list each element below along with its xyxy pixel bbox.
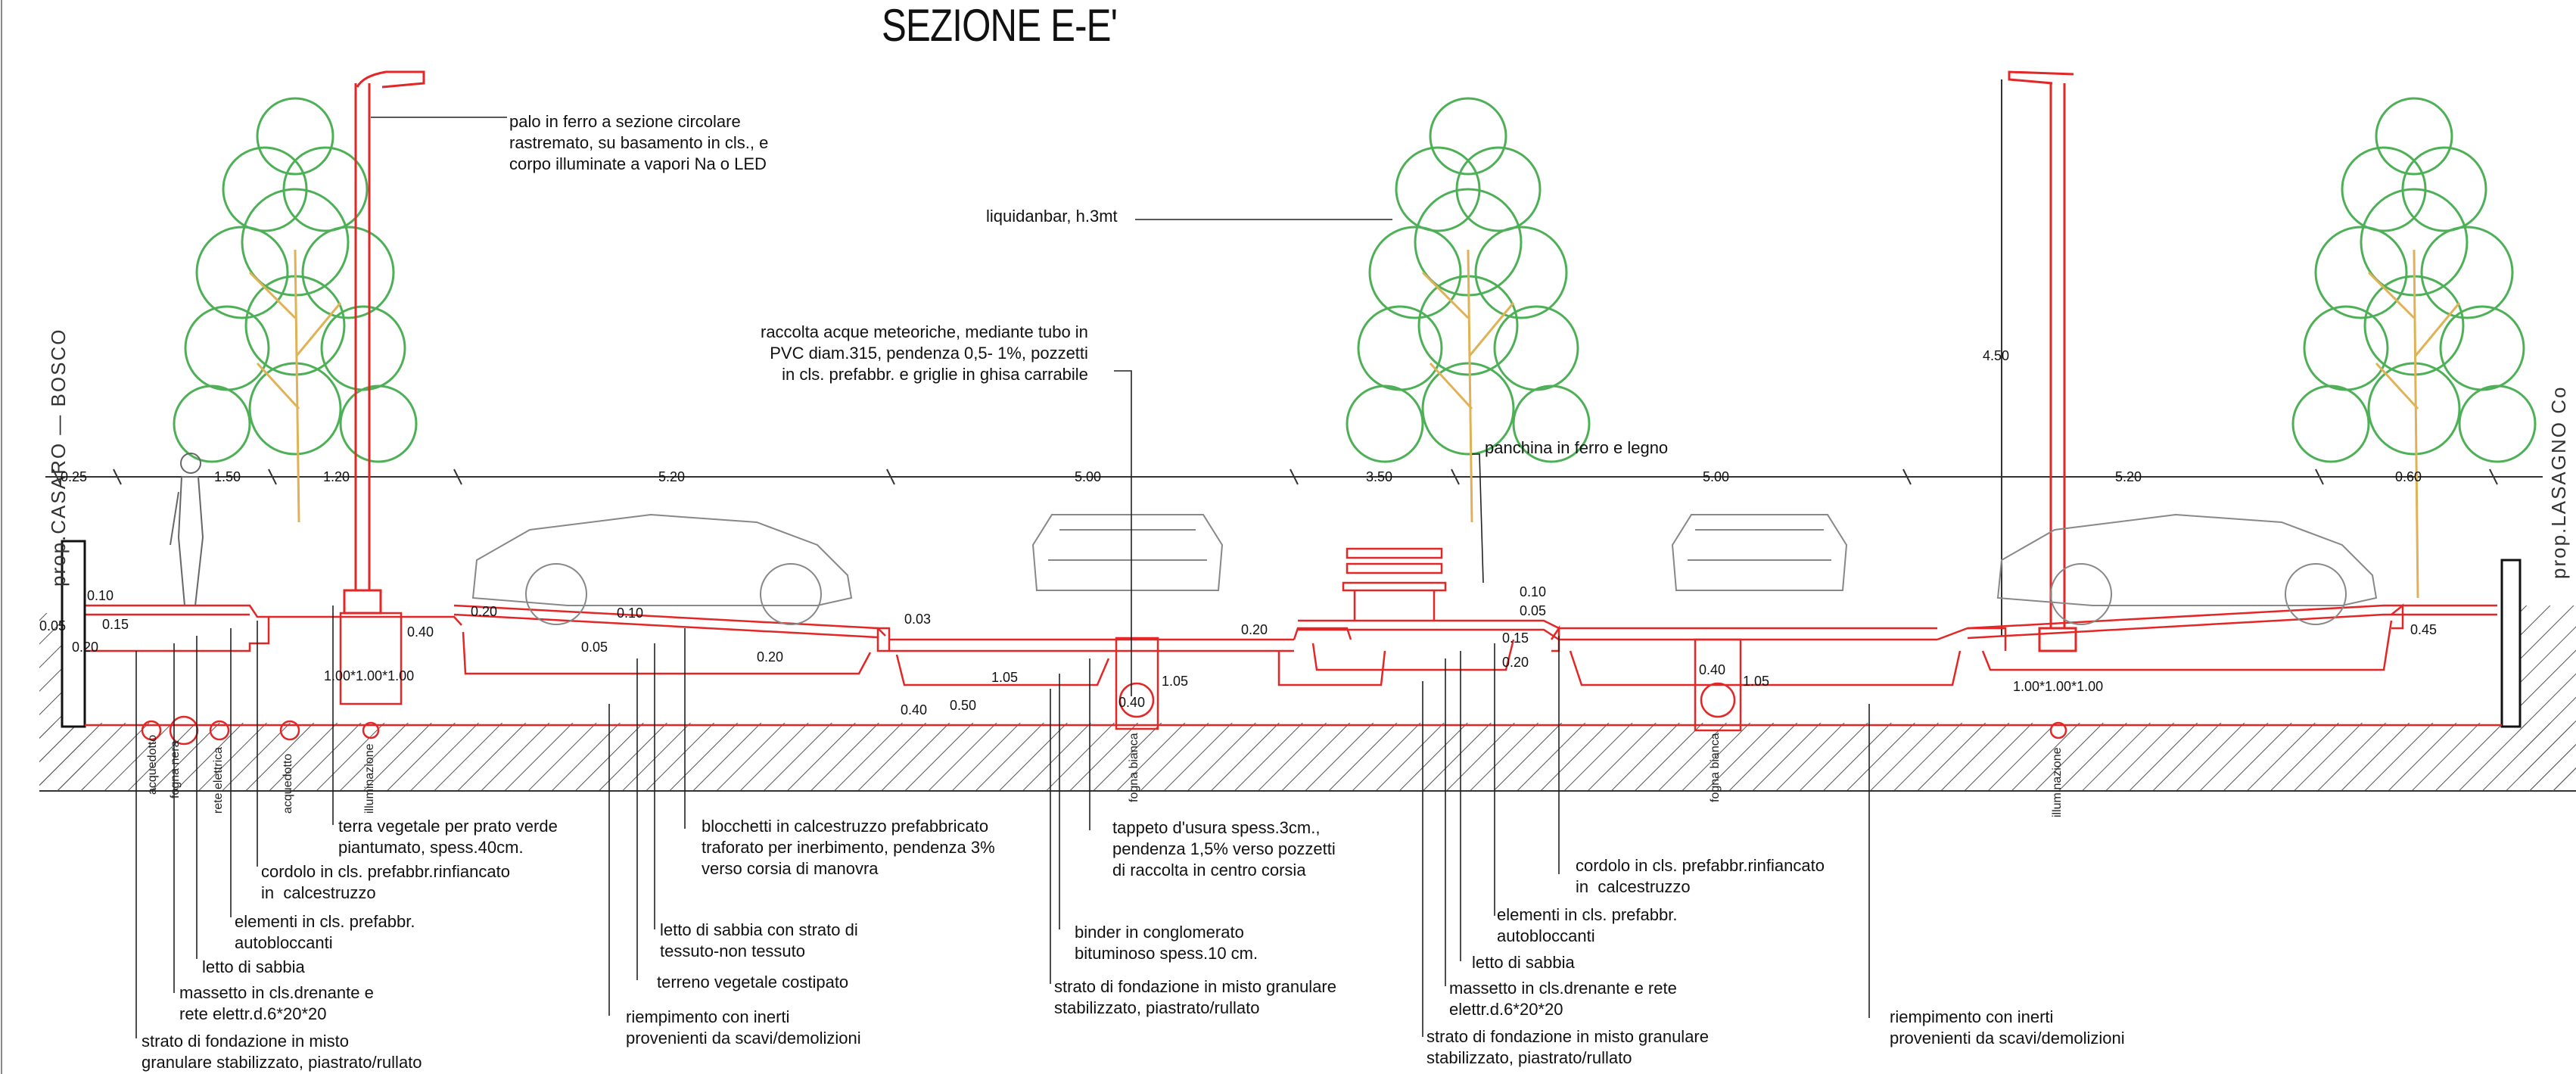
dim-040d: 0.40 — [1699, 662, 1726, 677]
dim-045: 0.45 — [2410, 622, 2438, 637]
dim-005c: 0.05 — [1520, 603, 1547, 618]
dim-020a: 0.20 — [72, 640, 99, 655]
dim-top-1: 1.50 — [214, 469, 241, 484]
dim-015b: 0.15 — [1502, 630, 1529, 646]
note-riempimento-left: riempimento con inerti provenienti da sc… — [626, 1007, 861, 1048]
note-strato-right: strato di fondazione in misto granulare … — [1426, 1027, 1709, 1067]
note-raccolta: raccolta acque meteoriche, mediante tubo… — [761, 322, 1088, 384]
note-tappeto: tappeto d'usura spess.3cm., pendenza 1,5… — [1112, 818, 1336, 879]
note-panchina: panchina in ferro e legno — [1485, 438, 1669, 457]
note-terreno: terreno vegetale costipato — [657, 973, 849, 992]
note-riempimento-right: riempimento con inerti provenienti da sc… — [1890, 1007, 2125, 1048]
note-cordolo-right: cordolo in cls. prefabbr.rinfiancato in … — [1576, 856, 1825, 896]
dim-040c: 0.40 — [1118, 695, 1146, 710]
dim-plinth-left: 1.00*1.00*1.00 — [324, 668, 415, 683]
note-massetto-right: massetto in cls.drenante e rete elettr.d… — [1449, 979, 1677, 1019]
note-massetto-left: massetto in cls.drenante e rete elettr.d… — [179, 983, 374, 1023]
note-letto-right: letto di sabbia — [1472, 953, 1575, 972]
dim-010c: 0.10 — [1520, 584, 1547, 599]
note-cordolo-left: cordolo in cls. prefabbr.rinfiancato in … — [261, 862, 510, 902]
note-palo: palo in ferro a sezione circolare rastre… — [509, 112, 769, 173]
pipe-label-fogna-bianca-1: fogna bianca — [1128, 733, 1140, 802]
pipe-label-acquedotto-1: acquedotto — [146, 734, 159, 795]
lamp-post-right — [2008, 70, 2077, 652]
note-blocchetti: blocchetti in calcestruzzo prefabbricato… — [702, 817, 995, 878]
drawing-title: SEZIONE E-E' — [882, 0, 1118, 51]
note-liquidambar: liquidanbar, h.3mt — [986, 207, 1118, 226]
property-label-right: prop.LASAGNO Co — [2547, 385, 2570, 579]
note-elementi-left: elementi in cls. prefabbr. autobloccanti — [235, 912, 415, 952]
car-center — [1031, 514, 1224, 591]
note-strato-center: strato di fondazione in misto granulare … — [1054, 977, 1336, 1017]
dim-003: 0.03 — [904, 612, 932, 627]
dim-040b: 0.40 — [901, 702, 928, 718]
dim-top-4: 5.00 — [1075, 469, 1102, 484]
lamp-post-left — [343, 70, 425, 615]
retaining-walls — [61, 540, 2522, 728]
dim-005a: 0.05 — [39, 618, 67, 634]
dim-plinth-right: 1.00*1.00*1.00 — [2013, 679, 2104, 694]
pedestrian-figure — [170, 453, 204, 606]
note-terra: terra vegetale per prato verde piantumat… — [338, 817, 558, 857]
dim-top-2: 1.20 — [323, 469, 350, 484]
dim-020d: 0.20 — [1241, 622, 1268, 637]
note-binder: binder in conglomerato bituminoso spess.… — [1075, 923, 1258, 963]
dim-top-3: 5.20 — [658, 469, 686, 484]
dim-top-8: 0.60 — [2395, 469, 2422, 484]
dim-050: 0.50 — [950, 698, 977, 713]
note-elementi-right: elementi in cls. prefabbr. autobloccanti — [1497, 905, 1678, 945]
note-letto-tessuto: letto di sabbia con strato di tessuto-no… — [660, 920, 858, 960]
top-dimension-line — [45, 469, 2543, 485]
pipe-label-fogna-bianca-2: fogna bianca — [1709, 733, 1722, 802]
dim-040a: 0.40 — [407, 624, 434, 640]
dim-020e: 0.20 — [1502, 655, 1529, 670]
dim-105a: 1.05 — [991, 670, 1019, 685]
dim-005b: 0.05 — [581, 640, 608, 655]
dim-010b: 0.10 — [617, 605, 644, 621]
pipe-label-illuminazione-2: illuminazione — [2051, 747, 2064, 818]
leader-lines — [135, 117, 1870, 1038]
bench — [1342, 547, 1447, 621]
car-left — [471, 513, 853, 625]
pipe-label-rete-elettrica: rete elettrica — [212, 746, 225, 814]
dim-020b: 0.20 — [471, 604, 498, 619]
underground-pipes — [141, 682, 2067, 746]
dim-top-0: 0.25 — [61, 469, 88, 484]
dim-lamp-height: 4.50 — [1983, 348, 2010, 363]
note-letto-left: letto di sabbia — [202, 957, 305, 976]
dim-top-5: 3.50 — [1366, 469, 1393, 484]
car-right-front — [1671, 514, 1848, 591]
dim-015a: 0.15 — [102, 617, 129, 632]
pavement-section — [85, 603, 2497, 732]
pipe-label-fogna-nera: fogna nera — [169, 740, 182, 798]
dim-top-7: 5.20 — [2115, 469, 2142, 484]
note-strato-left: strato di fondazione in misto granulare … — [142, 1032, 422, 1072]
pipe-label-acquedotto-2: acquedotto — [282, 753, 294, 814]
pipe-label-illuminazione-1: illuminazione — [363, 743, 376, 814]
dim-105b: 1.05 — [1162, 674, 1189, 689]
dim-010a: 0.10 — [87, 588, 114, 603]
property-label-left: prop.CASARO — BOSCO — [47, 328, 70, 587]
car-right — [1996, 513, 2378, 625]
dim-top-6: 5.00 — [1703, 469, 1730, 484]
dim-105c: 1.05 — [1743, 674, 1770, 689]
dim-020c: 0.20 — [757, 649, 784, 665]
ground-hatch — [39, 723, 2576, 791]
